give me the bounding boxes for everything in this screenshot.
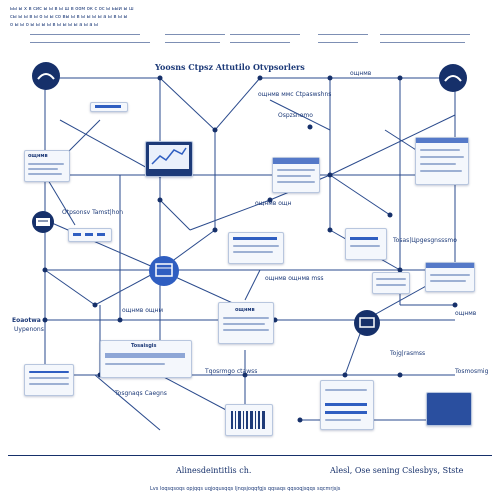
header-text-line-1: ьы ы х в сис ы ы в ы ш в оом ок с ос ы ь…: [10, 6, 134, 12]
header-bar: [165, 34, 225, 35]
toolbar-card: [68, 228, 112, 242]
right-form-card: [345, 228, 387, 260]
subtitle-right: ощнмв ммс Ctpaswshns: [258, 91, 332, 98]
top-center-card: [272, 157, 320, 193]
lower-right-node-icon: [354, 310, 380, 336]
left-card-title: ощнмв: [28, 153, 48, 159]
header-text-line-2: сы ы ы в ы о ы ы со вы ы в ы ы ы ы а ы в…: [10, 14, 128, 20]
footer-divider: [8, 455, 492, 456]
top-right-small-label: ощнмв: [350, 70, 372, 77]
monitor-chart-card: [145, 141, 193, 177]
lower-left-small-label: Tosgnaqs Caegns: [115, 390, 167, 397]
top-right-node-icon: [439, 64, 467, 92]
right-small-label-2: Tojg|rasmss: [390, 350, 426, 357]
left-side-sub: Uypenons: [14, 326, 44, 333]
center-node-icon: [149, 256, 179, 286]
footer-right-title: Alesl, Ose sening Cslesbys, Stste: [330, 466, 464, 475]
mid-right-label: Tosas|Цpgesgnsssmo: [393, 237, 457, 244]
header-bar: [380, 42, 465, 43]
left-side-title: Eoaotwa: [12, 317, 41, 324]
lower-right-doc-card: [320, 380, 374, 430]
header-bar: [230, 34, 300, 35]
header-bar: [380, 34, 470, 35]
header-text-line-3: о ы ы о ы ы ы ы в ы ы ы ы а ы а ы: [10, 22, 98, 28]
barcode-card: [225, 404, 273, 436]
footer-bottom-text: Lvs loqsqsoqs opjqqs uqjoqusqqs ljnqsjoq…: [150, 486, 341, 492]
lower-mid-label: Tqosrmgo ctawss: [205, 368, 258, 375]
header-bar: [318, 34, 368, 35]
diagram-title: Yoosns Ctpsz Attutilo Otvpsorlers: [155, 62, 305, 72]
right-list-card: [425, 262, 475, 292]
right-info-card: [415, 137, 469, 185]
mid-left-label: Otpsonsv Tamst|hon: [62, 209, 124, 216]
footer-left-title: Alinesdeintitlis ch.: [176, 466, 252, 475]
lower-left-table-card: [24, 364, 74, 396]
lower-left-form-card: Tosaisgis: [100, 340, 192, 378]
barcode-icon: [231, 411, 265, 429]
right-small-label-1: ощнмв: [455, 310, 477, 317]
strip-card: [90, 102, 128, 112]
header-bar: [165, 42, 220, 43]
center-small-label: ощнмв ощнм: [122, 307, 163, 314]
top-caption-2: Ospzsnomo: [278, 112, 313, 119]
right-grid-card: [372, 272, 410, 294]
center-form-card: [228, 232, 284, 264]
center-arrow-label: ощнмв ощнмв mss: [265, 275, 324, 282]
line-chart-icon: [149, 145, 189, 169]
header-bar: [30, 34, 140, 35]
lower-left-card-title: Tosaisgis: [131, 343, 157, 349]
center-card2-title: ощнмв: [235, 307, 255, 313]
header-bar: [230, 42, 290, 43]
bottom-right-small-label: Tosmosmig: [455, 368, 489, 375]
center-lower-card: ощнмв: [218, 302, 274, 344]
left-mid-node-icon: [32, 211, 54, 233]
header-bar: [318, 42, 358, 43]
header-bar: [30, 42, 150, 43]
top-left-node-icon: [32, 62, 60, 90]
left-info-card: ощнмв: [24, 150, 70, 182]
lower-right-dark-card: [426, 392, 472, 426]
middle-top-caption: ощнмв ощн: [255, 200, 292, 207]
